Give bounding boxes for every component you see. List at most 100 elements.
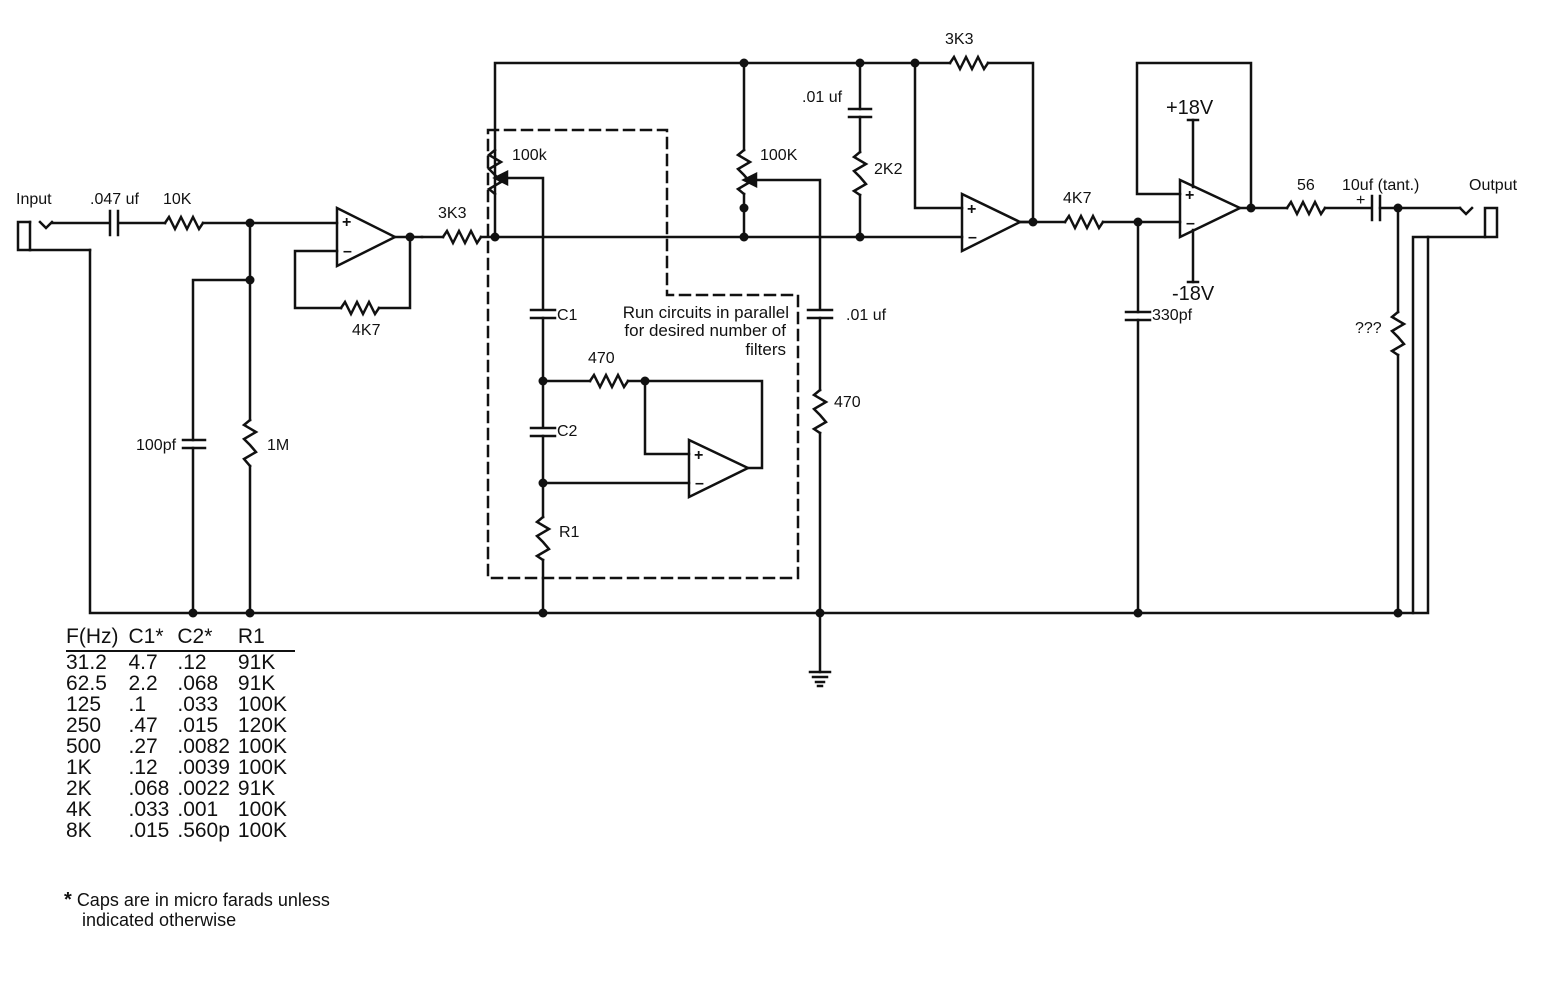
cell: 4.7 — [128, 651, 158, 674]
opamp-gyr-plus: + — [694, 447, 703, 464]
input-label: Input — [16, 191, 52, 208]
c1-label: C1 — [557, 307, 578, 324]
input-jack — [16, 220, 92, 252]
cell: .033 — [128, 798, 170, 821]
input-cap-label: .047 uf — [90, 191, 139, 208]
resistor-2k2 — [851, 150, 869, 197]
input-resistor-10k — [163, 214, 205, 232]
header-c1: C1* — [128, 626, 178, 652]
cell: 100K — [237, 693, 287, 716]
resistor-470-gyrator — [588, 372, 630, 390]
cell: 1K — [66, 756, 92, 779]
output-label: Output — [1469, 177, 1518, 194]
c2-label: C2 — [557, 423, 578, 440]
header-freq: F(Hz) — [66, 626, 129, 652]
resistor-56 — [1285, 199, 1327, 217]
footnote: * Caps are in micro farads unless indica… — [64, 890, 330, 930]
cell: .001 — [177, 798, 219, 821]
potentiometer-100k-b — [735, 148, 753, 196]
resistor-1m-label: 1M — [267, 437, 289, 454]
table-header-row: F(Hz) C1* C2* R1 — [66, 626, 295, 652]
cell: 8K — [66, 819, 92, 842]
cell: 250 — [66, 714, 102, 737]
pot-b-label: 100K — [760, 147, 798, 164]
resistor-56-label: 56 — [1297, 177, 1315, 194]
cap-out-plus-label: + — [1356, 192, 1365, 209]
resistor-unknown-label: ??? — [1355, 320, 1382, 337]
opamp-1-plus: + — [342, 214, 351, 231]
cell: 100K — [237, 756, 287, 779]
cell: .12 — [177, 651, 207, 674]
note-line-1: Run circuits in parallel — [623, 303, 789, 322]
resistor-4k7-b — [1063, 213, 1105, 231]
opamp-out-minus: – — [1186, 215, 1195, 232]
cell: 125 — [66, 693, 102, 716]
cell: 31.2 — [66, 651, 107, 674]
cell: .033 — [177, 693, 219, 716]
cell: 2K — [66, 777, 92, 800]
potentiometer-100k-a — [486, 148, 504, 196]
footnote-star: * — [64, 889, 72, 911]
cell: 100K — [237, 819, 287, 842]
resistor-470-right-label: 470 — [834, 394, 861, 411]
table-row: 31.2 4.7 .12 91K — [66, 651, 295, 673]
footnote-line-2: indicated otherwise — [82, 910, 237, 930]
resistor-470-gyr-label: 470 — [588, 350, 615, 367]
cell: 91K — [237, 777, 276, 800]
cap-330pf-label: 330pf — [1152, 307, 1193, 324]
r1-label: R1 — [559, 524, 580, 541]
output-jack — [1411, 206, 1499, 615]
resistor-470-right — [811, 388, 829, 435]
resistor-3k3-a-label: 3K3 — [438, 205, 467, 222]
cell: 4K — [66, 798, 92, 821]
resistor-r1 — [534, 515, 552, 562]
cell: 91K — [237, 651, 276, 674]
opamp-gyrator — [687, 438, 751, 500]
footnote-line-1: * Caps are in micro farads unless — [64, 890, 330, 910]
cell: .560p — [177, 819, 230, 842]
cell: .068 — [128, 777, 170, 800]
opamp-gyr-minus: – — [695, 475, 704, 492]
opamp-1-minus: – — [343, 243, 352, 260]
opamp-sum-plus: + — [967, 201, 976, 218]
cell: .0082 — [177, 735, 230, 758]
cell: .015 — [128, 819, 170, 842]
feedback-resistor-4k7 — [339, 299, 381, 317]
cell: 2.2 — [128, 672, 158, 695]
cell: 120K — [237, 714, 287, 737]
cell: 91K — [237, 672, 276, 695]
opamp-summing — [960, 192, 1023, 254]
resistor-2k2-label: 2K2 — [874, 161, 903, 178]
resistor-1m — [241, 418, 259, 468]
table-row: 8K .015 .560p 100K — [66, 820, 295, 841]
cell: 100K — [237, 735, 287, 758]
feedback-resistor-label: 4K7 — [352, 322, 381, 339]
resistor-3k3-b-label: 3K3 — [945, 31, 974, 48]
cap-01-right-label: .01 uf — [846, 307, 887, 324]
cell: .068 — [177, 672, 219, 695]
input-resistor-label: 10K — [163, 191, 192, 208]
cell: 500 — [66, 735, 102, 758]
parallel-filter-box — [486, 128, 800, 580]
cap-01-top-label: .01 uf — [802, 89, 843, 106]
ground-bus — [88, 235, 1430, 615]
opamp-1 — [335, 205, 398, 269]
note-line-2: for desired number of — [624, 321, 786, 340]
cell: .0039 — [177, 756, 230, 779]
plus-supply-label: +18V — [1166, 97, 1214, 119]
minus-supply-label: -18V — [1172, 283, 1215, 305]
resistor-unknown — [1389, 310, 1407, 357]
cell: 100K — [237, 798, 287, 821]
resistor-3k3-b — [948, 54, 990, 72]
opamp-sum-minus: – — [968, 229, 977, 246]
note-line-3: filters — [745, 340, 786, 359]
cell: .47 — [128, 714, 158, 737]
header-r1: R1 — [237, 626, 295, 652]
